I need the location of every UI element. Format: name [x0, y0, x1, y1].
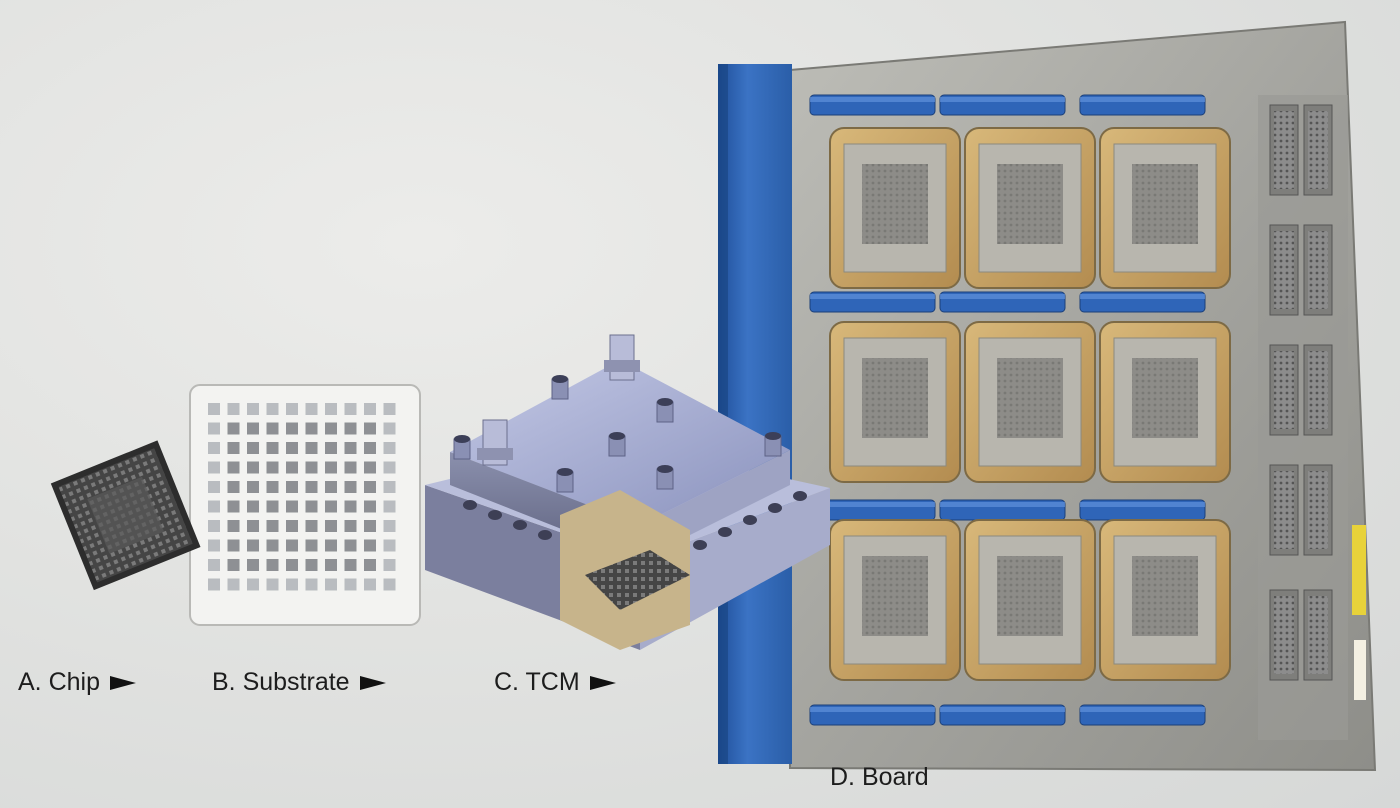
tcm-image	[425, 334, 830, 650]
arrow-icon	[109, 676, 136, 691]
arrow-icon	[359, 676, 386, 691]
substrate-image	[189, 384, 421, 626]
caption-substrate-text: B. Substrate	[212, 668, 350, 696]
board-image	[789, 20, 1377, 772]
board-blue-stiffener	[718, 64, 792, 764]
caption-tcm: C. TCM	[494, 668, 616, 697]
caption-board-text: D. Board	[830, 763, 929, 791]
caption-chip-text: A. Chip	[18, 668, 100, 696]
caption-tcm-text: C. TCM	[494, 668, 580, 696]
chip-image	[50, 440, 201, 591]
caption-substrate: B. Substrate	[212, 668, 386, 697]
arrow-icon	[589, 676, 616, 691]
caption-chip: A. Chip	[18, 668, 136, 697]
caption-board: D. Board	[830, 763, 929, 792]
